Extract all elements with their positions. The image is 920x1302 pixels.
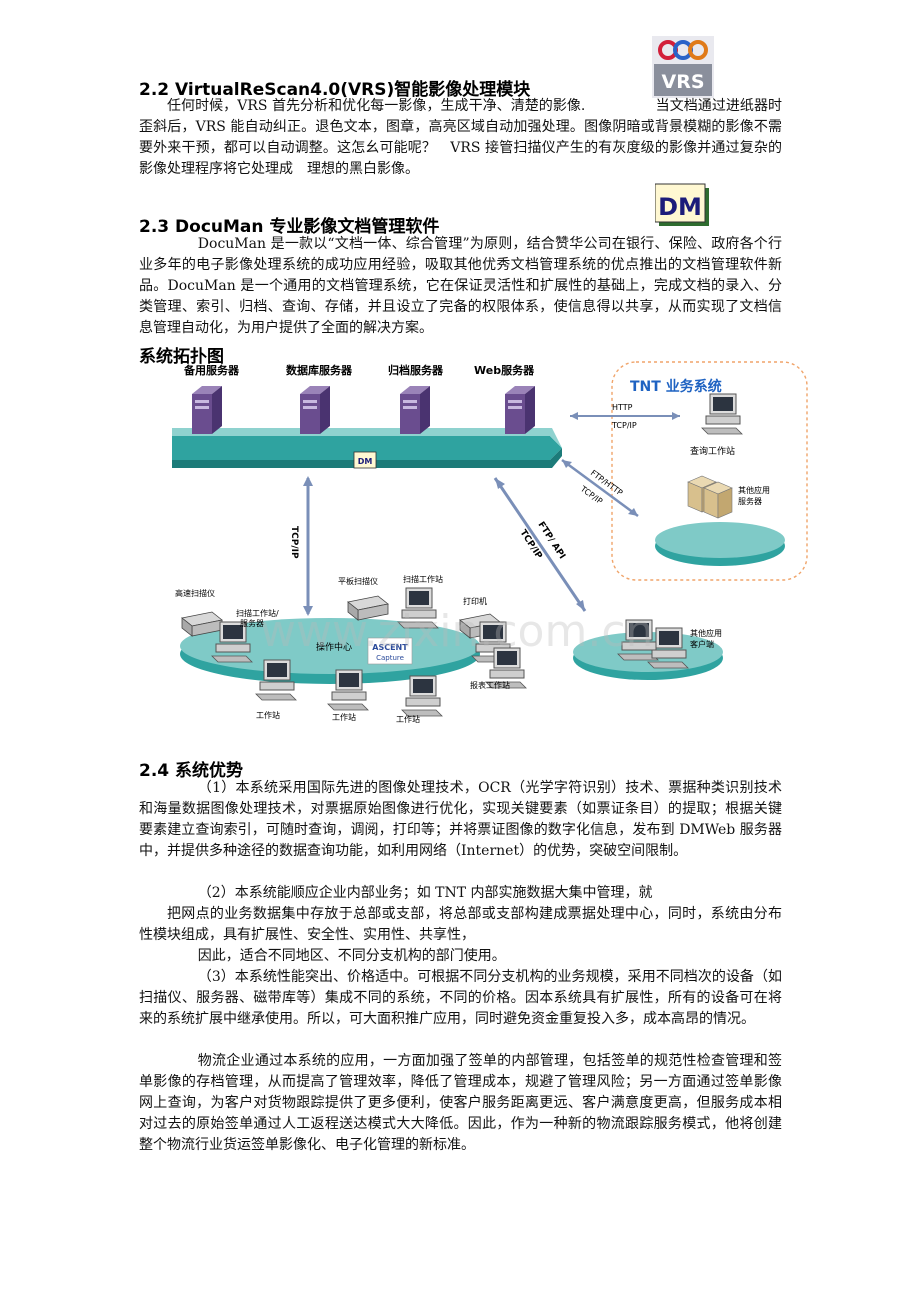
ascent-capture-logo (367, 637, 413, 665)
para-documan: DocuMan 是一款以“文档一体、综合管理”为原则，结合赞华公司在银行、保险、… (139, 236, 782, 336)
backup-server (192, 386, 222, 434)
label-other-client-2: 客户端 (690, 639, 714, 649)
label-http: HTTP (612, 403, 633, 412)
label-ws-a: 工作站 (256, 710, 280, 720)
heading-advantages: 2.4 系统优势 (139, 761, 244, 781)
svg-text:Capture: Capture (376, 654, 404, 662)
topology-diagram: TNT 业务系统 备用服务器 数据库服务器 归档服务器 Web服务器 DM HT… (172, 361, 808, 724)
vrs-logo: VRS (652, 36, 714, 98)
vrs-logo-text: VRS (661, 71, 704, 93)
label-other-server-1: 其他应用 (738, 485, 770, 495)
label-scan-ws-server-2: 服务器 (240, 618, 264, 628)
web-server (505, 386, 535, 434)
label-report-ws: 报表工作站 (470, 680, 510, 690)
server-platform-top (172, 428, 562, 448)
ftp-api-link (493, 477, 587, 612)
tnt-system-box (611, 361, 808, 581)
server-label-database: 数据库服务器 (286, 363, 353, 377)
query-workstation (701, 393, 743, 435)
label-tcpip-vertical: TCP/IP (289, 526, 299, 559)
ftp-http-link (561, 458, 639, 518)
label-query-ws: 查询工作站 (690, 445, 735, 457)
label-ws-c: 工作站 (396, 714, 420, 724)
para-adv-2c: 因此，适合不同地区、不同分支机构的部门使用。 (197, 948, 506, 964)
label-hs-scanner: 高速扫描仪 (175, 588, 215, 598)
server-label-backup: 备用服务器 (183, 363, 240, 377)
heading-topology: 系统拓扑图 (139, 347, 224, 367)
para-adv-1: （1）本系统采用国际先进的图像处理技术，OCR（光学字符识别）技术、票据种类识别… (139, 780, 782, 859)
label-tcpip-1: TCP/IP (611, 421, 637, 430)
label-other-server-2: 服务器 (738, 496, 762, 506)
heading-documan: 2.3 DocuMan 专业影像文档管理软件 (139, 217, 440, 237)
label-flatbed: 平板扫描仪 (338, 576, 378, 586)
label-scan-ws-server-1: 扫描工作站/ (236, 608, 279, 618)
server-label-web: Web服务器 (474, 363, 535, 377)
para-adv-2b: 把网点的业务数据集中存放于总部或支部，将总部或支部构建成票据处理中心，同时，系统… (139, 906, 782, 943)
dm-logo: DM (655, 183, 709, 226)
label-scan-ws: 扫描工作站 (403, 574, 443, 584)
dm-logo-text: DM (658, 193, 702, 221)
other-server-rack-2 (703, 481, 733, 519)
server-label-archive: 归档服务器 (388, 363, 444, 377)
svg-text:DM: DM (358, 457, 373, 466)
label-ws-b: 工作站 (332, 712, 356, 722)
para-vrs: 任何时候，VRS 首先分析和优化每一影像，生成干净、清楚的影像. 当文档通过进纸… (139, 98, 782, 177)
svg-text:ASCENT: ASCENT (372, 643, 408, 652)
watermark: www.zixin.com.cn (260, 606, 653, 657)
label-other-client-1: 其他应用 (690, 628, 722, 638)
label-ops-center: 操作中心 (316, 641, 352, 653)
heading-vrs: 2.2 VirtualReScan4.0(VRS)智能影像处理模块 (139, 80, 531, 100)
label-printer: 打印机 (463, 596, 487, 606)
para-adv-3: （3）本系统性能突出、价格适中。可根据不同分支机构的业务规模，采用不同档次的设备… (139, 969, 782, 1027)
database-server (300, 386, 330, 434)
workstation-c (401, 675, 443, 717)
tnt-title: TNT 业务系统 (630, 378, 722, 395)
archive-server (400, 386, 430, 434)
para-adv-4: 物流企业通过本系统的应用，一方面加强了签单的内部管理，包括签单的规范性检查管理和… (139, 1053, 782, 1153)
server-platform (172, 436, 562, 460)
dm-small-icon (353, 451, 377, 469)
para-adv-2a: （2）本系统能顺应企业内部业务；如 TNT 内部实施数据大集中管理，就 (197, 885, 653, 901)
